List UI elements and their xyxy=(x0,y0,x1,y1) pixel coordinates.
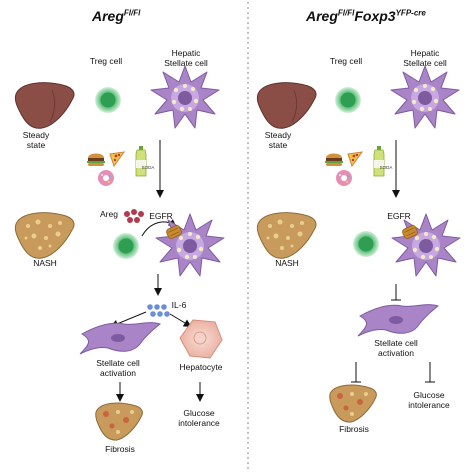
activated-stellate-cell-icon xyxy=(79,322,161,355)
diet-icons xyxy=(86,145,147,187)
label-steady-state: Steady state xyxy=(264,130,292,150)
label-hsc: Hepatic Stellate cell xyxy=(164,48,208,68)
inhibition-marker xyxy=(391,284,401,301)
label-il6: IL-6 xyxy=(171,300,187,310)
treg-cell-icon xyxy=(353,231,379,257)
label-areg: Areg xyxy=(100,209,118,219)
treg-cell-icon xyxy=(335,87,361,113)
title-gene: Areg xyxy=(306,8,338,24)
label-treg: Treg cell xyxy=(329,56,363,66)
title-sup: Fl/Fl xyxy=(337,8,355,18)
title-sup: Fl/Fl xyxy=(123,8,141,18)
label-activation: Stellate cell activation xyxy=(96,358,140,378)
stellate-cell-icon xyxy=(150,65,220,129)
fibrotic-liver-icon xyxy=(95,402,143,441)
stellate-cell-icon xyxy=(155,213,225,277)
liver-icon xyxy=(14,82,75,129)
title-gene: Areg xyxy=(92,8,124,24)
right-panel-title: AregFl/FlFoxp3YFP-cre xyxy=(306,8,426,24)
stellate-cell-icon xyxy=(391,213,461,277)
label-hepatocyte: Hepatocyte xyxy=(179,362,223,372)
arrow-il6-to-hepatocyte xyxy=(169,313,192,328)
hepatocyte-icon xyxy=(179,319,223,359)
label-glucose: Glucose intolerance xyxy=(178,408,220,428)
label-treg: Treg cell xyxy=(89,56,123,66)
fibrotic-liver-icon xyxy=(329,384,377,423)
label-nash: NASH xyxy=(33,258,57,268)
treg-cell-icon xyxy=(113,233,139,259)
title-gene-2: Foxp3 xyxy=(354,8,396,24)
label-soda: SODA xyxy=(379,165,393,170)
treg-cell-icon xyxy=(95,87,121,113)
label-glucose: Glucose intolerance xyxy=(408,390,450,410)
label-steady-state: Steady state xyxy=(22,130,50,150)
label-soda: SODA xyxy=(141,165,155,170)
label-fibrosis: Fibrosis xyxy=(339,424,369,434)
il6-dots xyxy=(147,304,170,317)
label-egfr: EGFR xyxy=(387,211,411,221)
activated-stellate-cell-icon xyxy=(357,304,439,337)
label-nash: NASH xyxy=(275,258,299,268)
title-sup-2: YFP-cre xyxy=(395,8,426,18)
liver-icon xyxy=(256,212,317,259)
label-egfr: EGFR xyxy=(149,211,173,221)
label-hsc: Hepatic Stellate cell xyxy=(403,48,447,68)
liver-icon xyxy=(14,212,75,259)
label-activation: Stellate cell activation xyxy=(374,338,418,358)
areg-dots xyxy=(124,209,144,223)
label-fibrosis: Fibrosis xyxy=(105,444,135,454)
inhibition-marker xyxy=(351,362,435,383)
left-panel-title: AregFl/Fl xyxy=(92,8,140,24)
liver-icon xyxy=(256,82,317,129)
diet-icons xyxy=(324,145,385,187)
stellate-cell-icon xyxy=(390,65,460,129)
